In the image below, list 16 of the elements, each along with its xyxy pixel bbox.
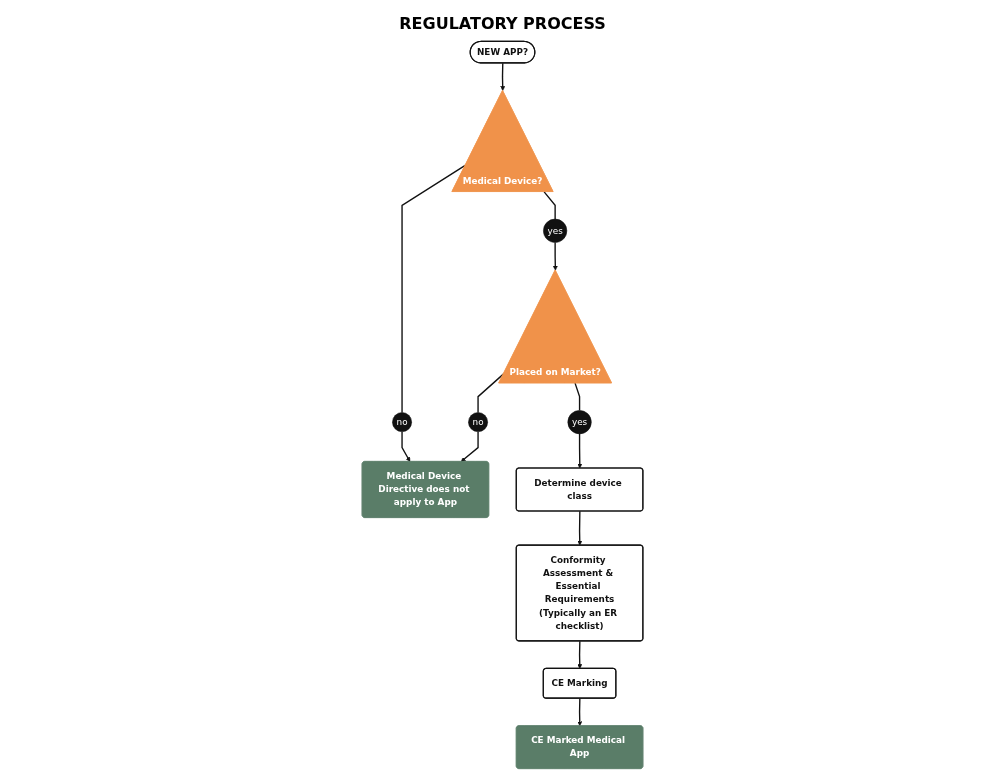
arrow [577,697,583,727]
arrow [500,62,506,91]
node-circle: no [468,412,488,433]
arrow [460,431,479,462]
connector [574,382,581,412]
arrow [401,431,411,462]
arrow [577,510,583,546]
arrow [552,241,558,271]
node-circle: yes [543,218,568,243]
node-circle: no [392,412,412,433]
node-circle: yes [567,410,592,435]
arrow [577,433,583,469]
connector [543,191,556,220]
heading: REGULATORY PROCESS [399,14,606,33]
connector [477,373,505,414]
arrow [577,640,583,669]
